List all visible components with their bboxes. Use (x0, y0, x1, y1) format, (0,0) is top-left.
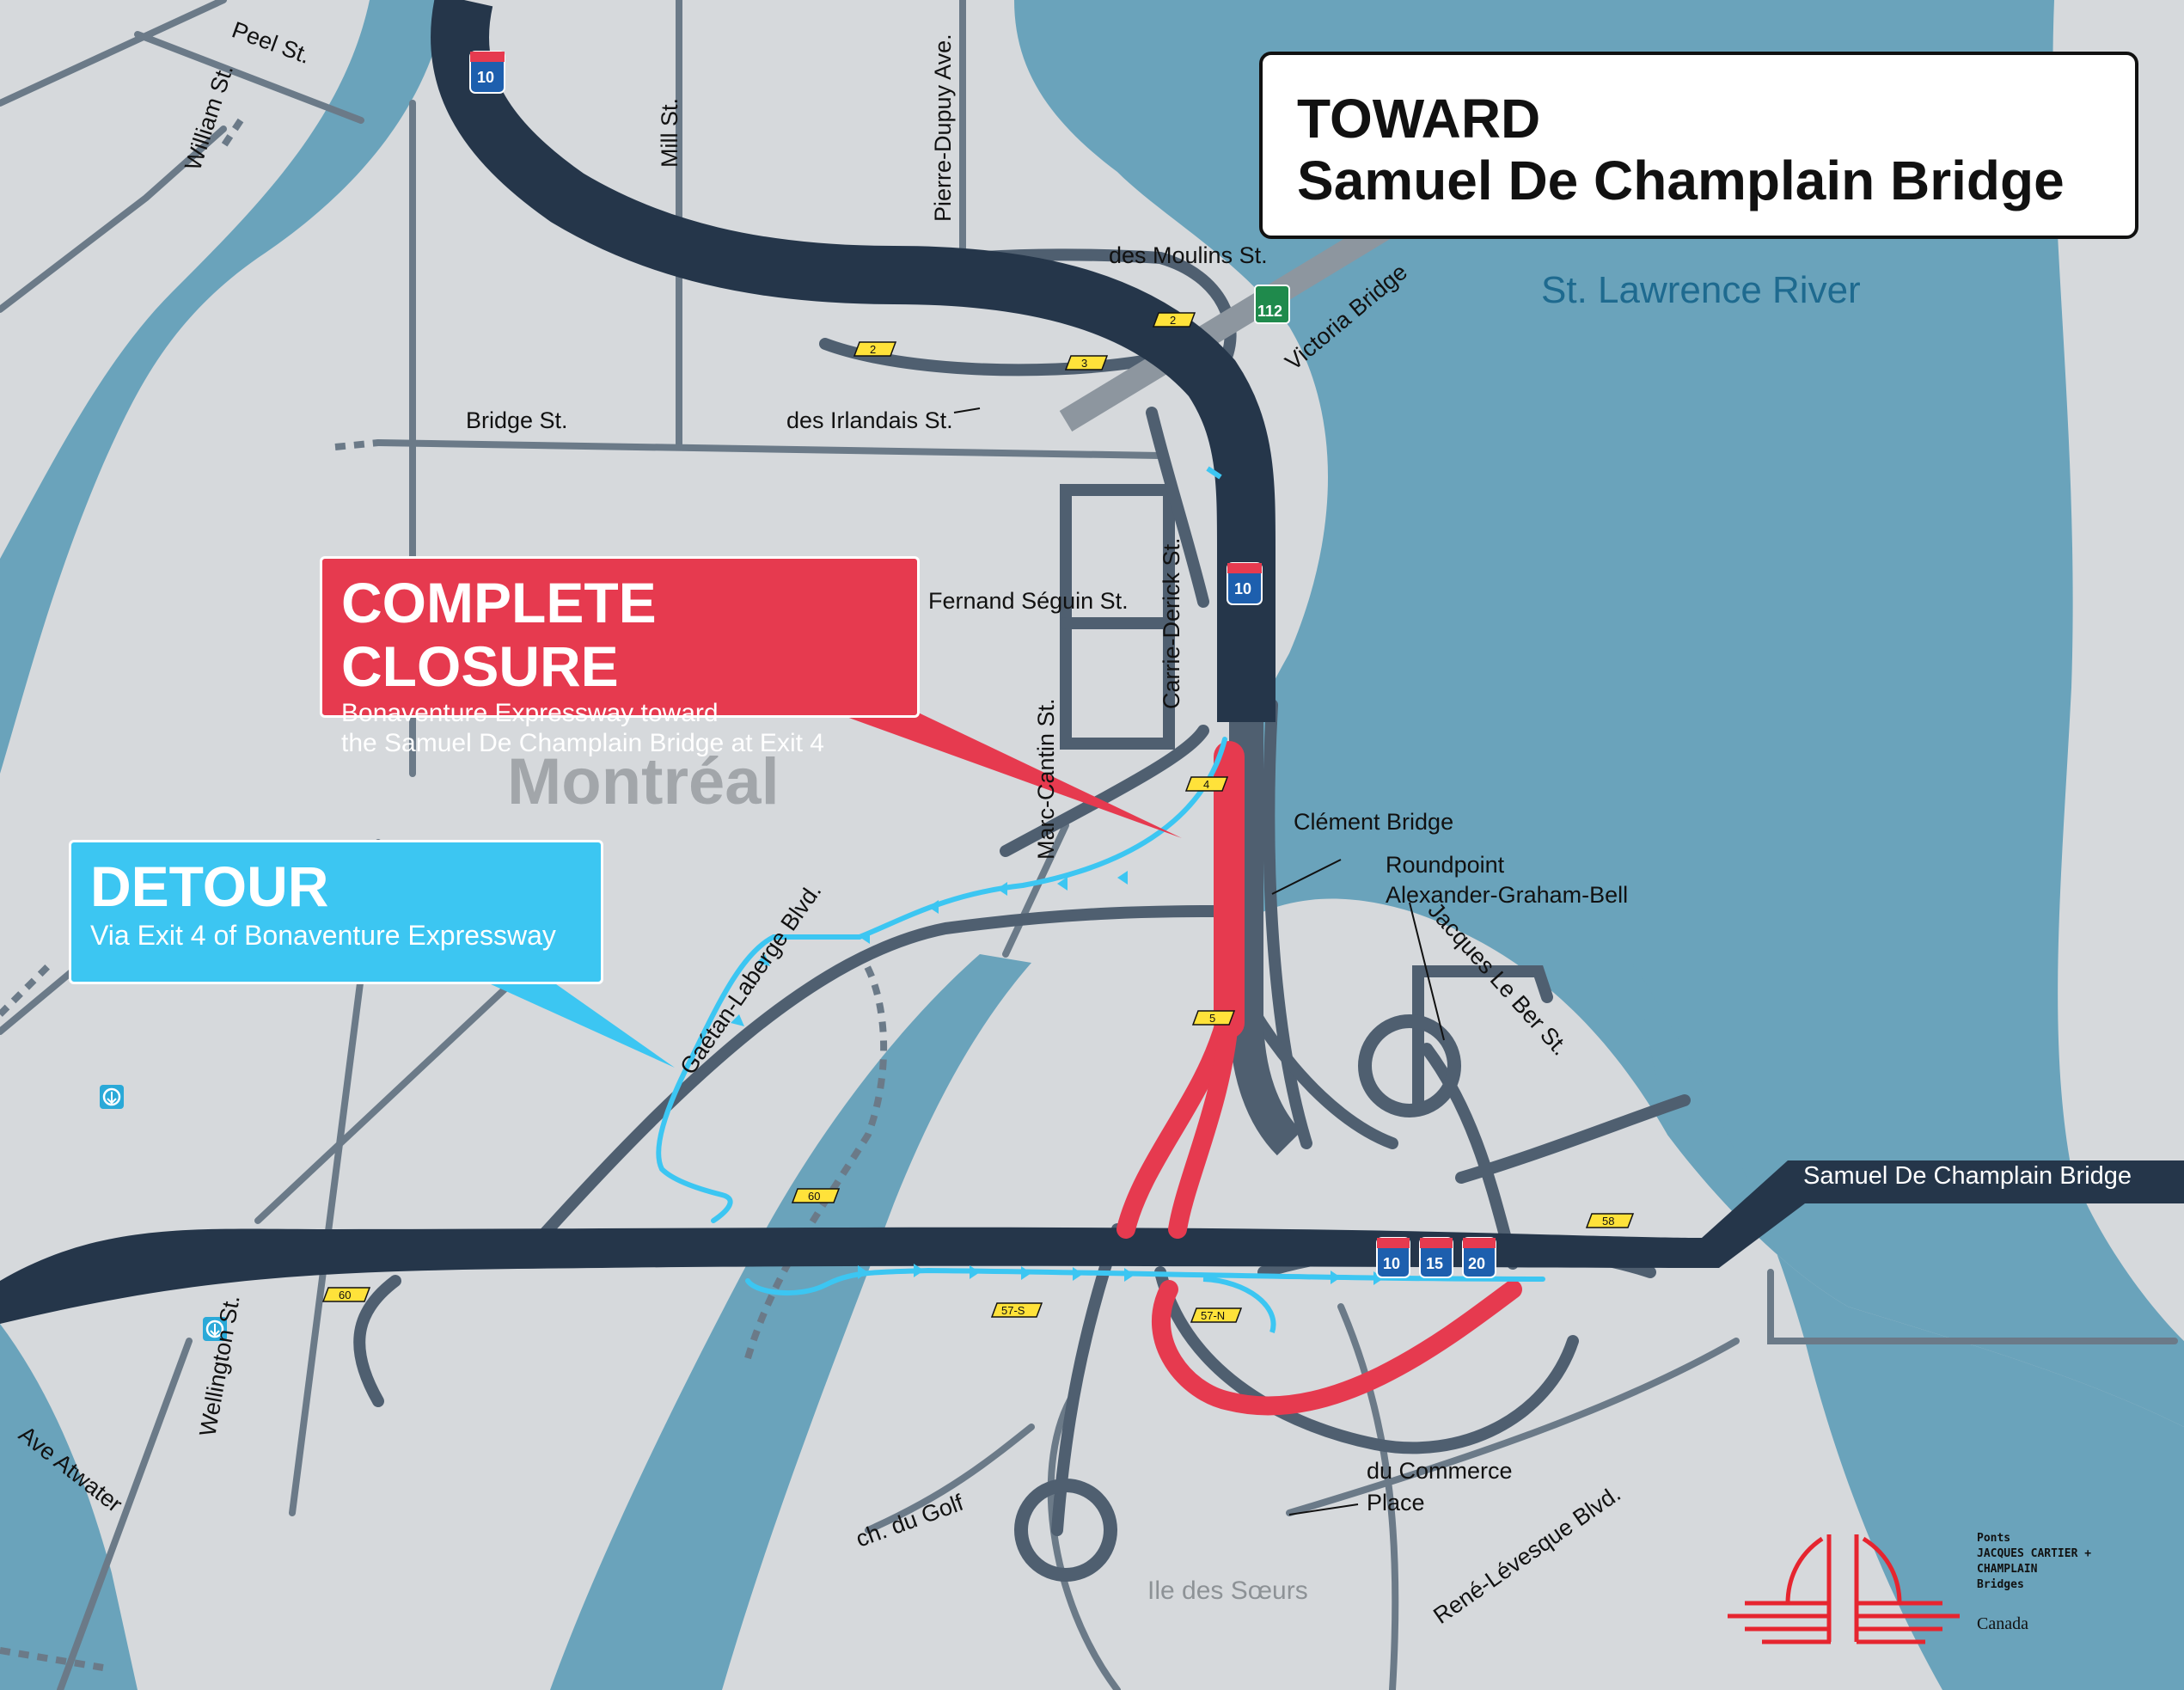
exit-tag-57s: 57-S (990, 1302, 1043, 1318)
roundpoint-alexander-graham-bell (1358, 1014, 1461, 1117)
closure-callout: COMPLETE CLOSURE Bonaventure Expressway … (320, 556, 920, 757)
detour-route (656, 737, 1227, 1223)
exit-tag-5: 5 (1191, 1010, 1236, 1026)
street-commerce-2: Place (1367, 1490, 1425, 1515)
street-pierre-dupuy: Pierre-Dupuy Ave. (930, 34, 956, 222)
toward-callout: TOWARD Samuel De Champlain Bridge (1259, 52, 2138, 239)
clement-bridge-road (1229, 722, 1302, 1156)
closure-line2: the Samuel De Champlain Bridge at Exit 4 (341, 729, 824, 757)
clement-bridge-label: Clément Bridge (1294, 809, 1453, 835)
detour-callout: DETOUR Via Exit 4 of Bonaventure Express… (69, 840, 603, 984)
svg-text:4: 4 (1203, 778, 1209, 791)
southwest-water (0, 1324, 138, 1690)
highway-10-15-20 (0, 1160, 2184, 1324)
exit-tag-2a: 2 (853, 341, 897, 357)
svg-text:3: 3 (1081, 357, 1087, 370)
closure-title: COMPLETE CLOSURE (341, 571, 657, 698)
closure-segment (1116, 741, 1522, 1416)
victoria-bridge (1059, 213, 1399, 432)
street-mill: Mill St. (657, 98, 682, 168)
roundpoint-ile-des-soeurs (1014, 1479, 1117, 1582)
logo-text: Ponts JACQUES CARTIER + CHAMPLAIN Bridge… (1977, 1532, 2092, 1591)
street-irlandais: des Irlandais St. (786, 407, 953, 433)
svg-text:2: 2 (870, 343, 876, 356)
svg-text:60: 60 (808, 1190, 820, 1203)
svg-text:2: 2 (1170, 314, 1176, 327)
interstate-shield-icon: 10 (1376, 1237, 1410, 1278)
toward-line2: Samuel De Champlain Bridge (1297, 150, 2065, 211)
river-water (1014, 0, 2184, 1427)
river-label: St. Lawrence River (1541, 269, 1861, 311)
detour-loop (1202, 1277, 1276, 1333)
street-commerce-1: du Commerce (1367, 1458, 1513, 1484)
exit-tag-58: 58 (1585, 1213, 1635, 1228)
street-bridge: Bridge St. (466, 407, 568, 433)
dashed-roads (0, 118, 888, 1671)
svg-text:57-S: 57-S (1001, 1304, 1025, 1317)
river-island (2052, 0, 2184, 1341)
svg-text:10: 10 (477, 69, 494, 86)
street-moulins: des Moulins St. (1109, 242, 1268, 268)
lower-river-water (1633, 963, 2184, 1690)
canal-water (0, 0, 447, 774)
detour-arrows (731, 871, 1384, 1285)
exit-tags: 2 2 3 4 5 60 60 57-S 57-N 58 (321, 312, 1635, 1323)
bonaventure-expressway (431, 0, 1276, 722)
metro-station-icon (203, 1317, 227, 1341)
interstate-shield-icon: 10 (1227, 562, 1263, 605)
svg-text:15: 15 (1426, 1255, 1443, 1272)
roundpoint-label-2: Alexander-Graham-Bell (1386, 882, 1628, 908)
route-shield-icon: 112 (1254, 285, 1290, 324)
svg-text:58: 58 (1602, 1215, 1614, 1228)
exit-tag-60b: 60 (321, 1287, 371, 1302)
street-carrie-derick: Carrie-Derick St. (1159, 537, 1184, 709)
exit-tag-60a: 60 (791, 1188, 841, 1203)
toward-line1: TOWARD (1297, 88, 1541, 150)
city-label: Montréal (507, 745, 780, 818)
exit-tag-57n: 57-N (1190, 1307, 1243, 1323)
detour-pointer (481, 980, 675, 1068)
interstate-shield-icon: 10 (469, 51, 505, 94)
detour-start (1206, 466, 1222, 480)
street-seguin: Fernand Séguin St. (928, 588, 1129, 614)
svg-text:10: 10 (1383, 1255, 1400, 1272)
svg-text:112: 112 (1257, 303, 1282, 320)
street-marc-cantin: Marc-Cantin St. (1033, 698, 1059, 860)
metro-station-icon (100, 1085, 124, 1109)
detour-title: DETOUR (90, 854, 329, 918)
exit-tag-2b: 2 (1152, 312, 1196, 328)
leader-lines (953, 407, 1445, 1515)
detour-line1: Via Exit 4 of Bonaventure Expressway (90, 920, 556, 951)
canada-wordmark: Canada (1977, 1614, 2028, 1633)
closure-pointer (825, 709, 1182, 838)
detour-route-highway (745, 1267, 1545, 1295)
island-label: Ile des Sœurs (1147, 1577, 1308, 1605)
interstate-shield-icon: 20 (1462, 1237, 1496, 1278)
bridges-logo: Ponts JACQUES CARTIER + CHAMPLAIN Bridge… (1728, 1522, 2157, 1676)
roundpoint-label-1: Roundpoint (1386, 852, 1505, 878)
closure-line1: Bonaventure Expressway toward (341, 699, 719, 727)
exit-tag-4: 4 (1184, 776, 1229, 792)
svg-text:5: 5 (1209, 1012, 1215, 1025)
svg-text:20: 20 (1468, 1255, 1485, 1272)
interstate-shield-icon: 15 (1419, 1237, 1453, 1278)
samuel-bridge-label: Samuel De Champlain Bridge (1803, 1162, 2132, 1190)
bridges-logo-icon (1728, 1534, 1960, 1644)
svg-text:60: 60 (339, 1289, 351, 1301)
canal-water-lower (550, 954, 1031, 1690)
exit-tag-3: 3 (1064, 355, 1109, 370)
svg-text:10: 10 (1234, 580, 1251, 597)
svg-text:57-N: 57-N (1201, 1309, 1225, 1322)
